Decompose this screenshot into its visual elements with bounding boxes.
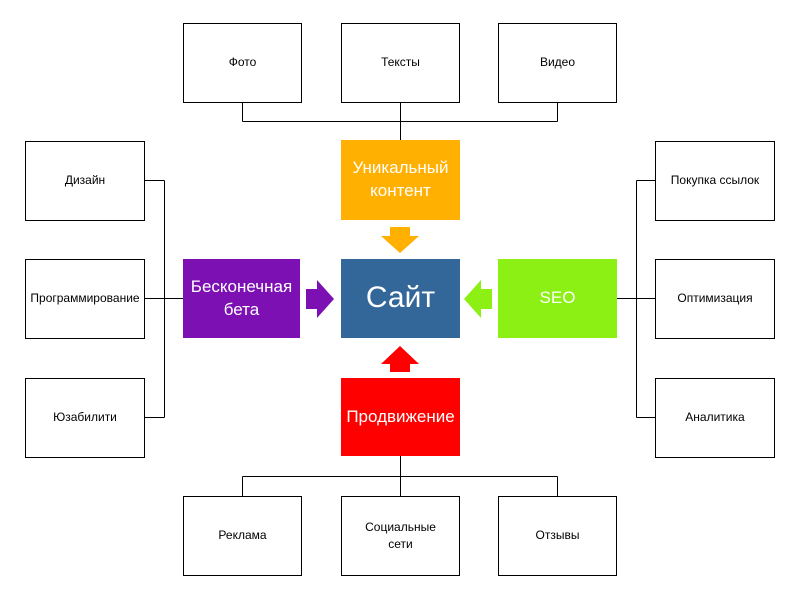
leaf-programming-label: Программирование	[30, 291, 140, 306]
leaf-video: Видео	[498, 23, 617, 103]
center-site-label: Сайт	[365, 281, 436, 315]
arrow-up-from-bottom	[381, 346, 419, 372]
leaf-social-networks: Социальные сети	[341, 496, 460, 576]
leaf-usability-label: Юзабилити	[53, 410, 117, 425]
leaf-optimization: Оптимизация	[655, 259, 775, 339]
leaf-advertising: Реклама	[183, 496, 302, 576]
leaf-programming: Программирование	[25, 259, 145, 339]
hub-seo: SEO	[498, 259, 617, 338]
hub-endless-beta: Бесконечная бета	[183, 259, 300, 338]
leaf-optimization-label: Оптимизация	[677, 291, 753, 306]
arrow-right-from-left	[306, 280, 334, 318]
leaf-social-networks-label: Социальные сети	[365, 519, 436, 551]
leaf-reviews-label: Отзывы	[535, 528, 580, 543]
leaf-texts: Тексты	[341, 23, 460, 103]
hub-promotion: Продвижение	[341, 378, 460, 456]
leaf-link-buying: Покупка ссылок	[655, 141, 775, 221]
leaf-analytics-label: Аналитика	[685, 410, 745, 425]
hub-endless-beta-label: Бесконечная бета	[190, 276, 293, 319]
hub-unique-content-label: Уникальный контент	[352, 158, 449, 200]
leaf-reviews: Отзывы	[498, 496, 617, 576]
hub-promotion-label: Продвижение	[346, 406, 455, 426]
leaf-design: Дизайн	[25, 141, 145, 221]
leaf-link-buying-label: Покупка ссылок	[670, 173, 760, 188]
leaf-analytics: Аналитика	[655, 378, 775, 458]
leaf-usability: Юзабилити	[25, 378, 145, 458]
center-site: Сайт	[341, 259, 460, 338]
leaf-photo-label: Фото	[228, 55, 257, 70]
hub-unique-content: Уникальный контент	[341, 140, 460, 220]
hub-seo-label: SEO	[539, 288, 576, 308]
leaf-texts-label: Тексты	[381, 55, 420, 70]
leaf-advertising-label: Реклама	[218, 528, 267, 543]
arrow-down-from-top	[381, 227, 419, 253]
arrow-left-from-right	[464, 280, 492, 318]
leaf-photo: Фото	[183, 23, 302, 103]
leaf-design-label: Дизайн	[64, 173, 106, 188]
leaf-video-label: Видео	[539, 55, 576, 70]
